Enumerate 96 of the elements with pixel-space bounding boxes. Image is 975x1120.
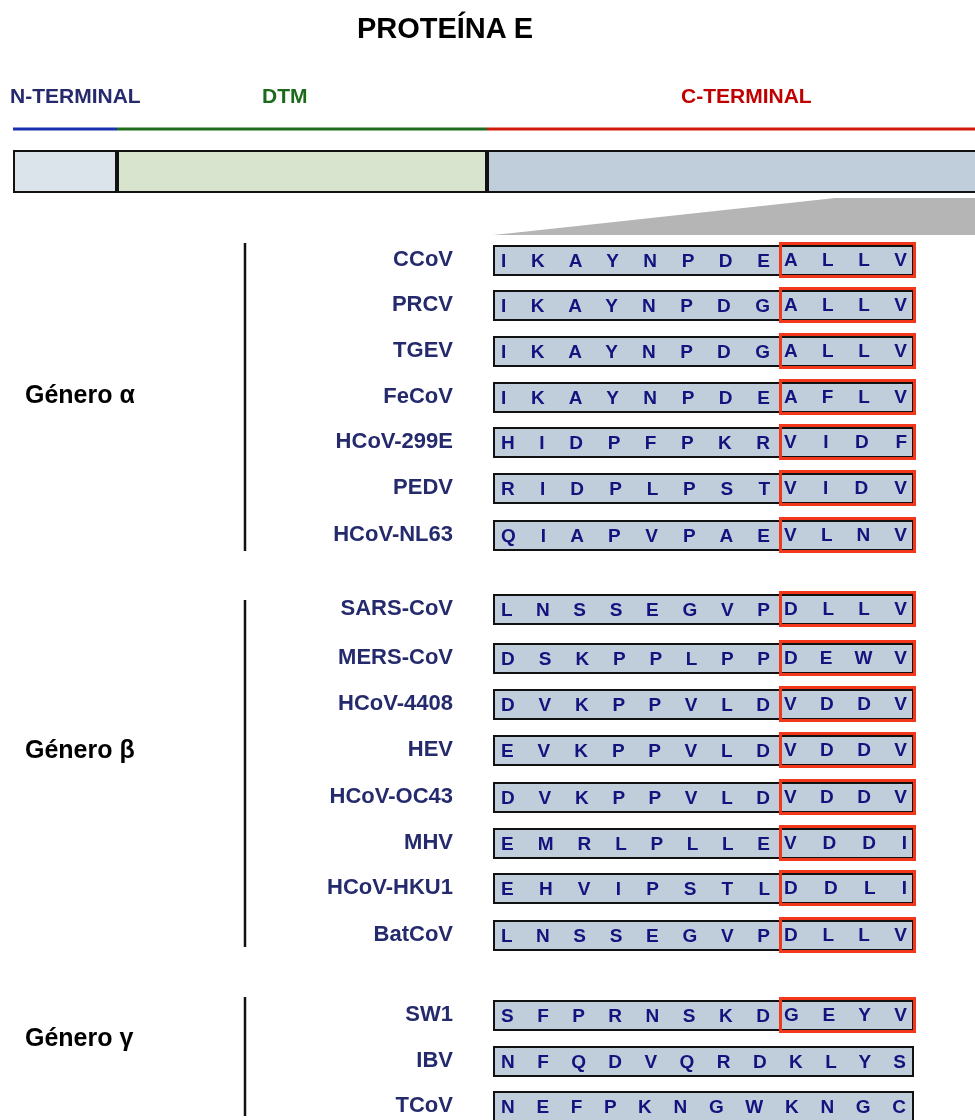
motif-highlight-box — [779, 917, 916, 953]
virus-name: SARS-CoV — [339, 595, 453, 621]
virus-name: IBV — [415, 1047, 453, 1073]
amino-acid-sequence: E M R L P L L E — [501, 832, 770, 855]
amino-acid-sequence: E H V I P S T L — [501, 877, 770, 900]
motif-highlight-box — [779, 333, 916, 369]
virus-name: HCoV-HKU1 — [326, 874, 453, 900]
amino-acid-sequence: D V K P P V L D — [501, 693, 770, 716]
motif-highlight-box — [779, 379, 916, 415]
amino-acid-sequence: E V K P P V L D — [501, 739, 770, 762]
sequence-bar — [493, 1000, 914, 1031]
amino-acid-sequence: D V K P P V L D — [501, 786, 770, 809]
motif-highlight-box — [779, 424, 916, 460]
virus-name: BatCoV — [372, 921, 453, 947]
motif-highlight-box — [779, 686, 916, 722]
sequence-bar — [493, 473, 914, 504]
diagram-title: PROTEÍNA E — [355, 12, 535, 45]
amino-acid-sequence: A L L V — [784, 249, 907, 271]
amino-acid-sequence: V L N V — [784, 524, 907, 546]
amino-acid-sequence: G E Y V — [784, 1004, 907, 1026]
domain-segment — [13, 150, 117, 193]
amino-acid-sequence: N E F P K N G W K N G C — [501, 1095, 906, 1118]
virus-name: HCoV-NL63 — [332, 521, 453, 547]
sequence-bar — [493, 1091, 914, 1120]
amino-acid-sequence: N F Q D V Q R D K L Y S — [501, 1050, 906, 1073]
amino-acid-sequence: I K A Y N P D E — [501, 386, 770, 409]
amino-acid-sequence: A L L V — [784, 340, 907, 362]
amino-acid-sequence: H I D P F P K R — [501, 431, 770, 454]
sequence-bar — [493, 643, 914, 674]
virus-name: SW1 — [404, 1001, 453, 1027]
amino-acid-sequence: D E W V — [784, 647, 907, 669]
virus-name: TGEV — [392, 337, 453, 363]
sequence-bar — [493, 520, 914, 551]
sequence-bar — [493, 382, 914, 413]
amino-acid-sequence: V D D I — [784, 832, 907, 854]
sequence-bar — [493, 290, 914, 321]
virus-name: TCoV — [394, 1092, 453, 1118]
virus-name: HCoV-OC43 — [328, 783, 453, 809]
amino-acid-sequence: A L L V — [784, 294, 907, 316]
amino-acid-sequence: A F L V — [784, 386, 907, 408]
motif-highlight-box — [779, 997, 916, 1033]
domain-label: C-TERMINAL — [681, 84, 812, 108]
sequence-bar — [493, 782, 914, 813]
amino-acid-sequence: D L L V — [784, 924, 907, 946]
amino-acid-sequence: V I D F — [784, 431, 907, 453]
amino-acid-sequence: I K A Y N P D G — [501, 294, 770, 317]
sequence-bar — [493, 336, 914, 367]
virus-name: CCoV — [392, 246, 453, 272]
motif-highlight-box — [779, 470, 916, 506]
motif-highlight-box — [779, 732, 916, 768]
virus-name: FeCoV — [382, 383, 453, 409]
domain-label: DTM — [262, 84, 308, 108]
domain-segment — [117, 150, 487, 193]
amino-acid-sequence: V D D V — [784, 693, 907, 715]
amino-acid-sequence: V D D V — [784, 739, 907, 761]
sequence-bar — [493, 594, 914, 625]
sequence-bar — [493, 828, 914, 859]
motif-highlight-box — [779, 825, 916, 861]
amino-acid-sequence: L N S S E G V P — [501, 924, 770, 947]
amino-acid-sequence: R I D P L P S T — [501, 477, 770, 500]
amino-acid-sequence: D L L V — [784, 598, 907, 620]
virus-name: PEDV — [392, 474, 453, 500]
motif-highlight-box — [779, 242, 916, 278]
sequence-bar — [493, 735, 914, 766]
sequence-bar — [493, 1046, 914, 1077]
motif-highlight-box — [779, 287, 916, 323]
virus-name: HCoV-4408 — [337, 690, 453, 716]
amino-acid-sequence: V D D V — [784, 786, 907, 808]
sequence-bar — [493, 873, 914, 904]
amino-acid-sequence: I K A Y N P D E — [501, 249, 770, 272]
genus-label: Género γ — [25, 1023, 134, 1052]
sequence-bar — [493, 920, 914, 951]
motif-highlight-box — [779, 870, 916, 906]
amino-acid-sequence: D S K P P L P P — [501, 647, 770, 670]
motif-highlight-box — [779, 591, 916, 627]
virus-name: MERS-CoV — [337, 644, 453, 670]
amino-acid-sequence: L N S S E G V P — [501, 598, 770, 621]
motif-highlight-box — [779, 640, 916, 676]
domain-label: N-TERMINAL — [10, 84, 141, 108]
motif-highlight-box — [779, 779, 916, 815]
motif-highlight-box — [779, 517, 916, 553]
sequence-bar — [493, 245, 914, 276]
virus-name: PRCV — [390, 291, 453, 317]
amino-acid-sequence: I K A Y N P D G — [501, 340, 770, 363]
amino-acid-sequence: Q I A P V P A E — [501, 524, 770, 547]
virus-name: MHV — [403, 829, 453, 855]
amino-acid-sequence: S F P R N S K D — [501, 1004, 770, 1027]
amino-acid-sequence: D D L I — [784, 877, 907, 899]
genus-label: Género α — [25, 380, 135, 409]
virus-name: HEV — [406, 736, 453, 762]
domain-segment — [487, 150, 975, 193]
genus-label: Género β — [25, 735, 135, 764]
sequence-bar — [493, 427, 914, 458]
amino-acid-sequence: V I D V — [784, 477, 907, 499]
sequence-bar — [493, 689, 914, 720]
virus-name: HCoV-299E — [334, 428, 453, 454]
